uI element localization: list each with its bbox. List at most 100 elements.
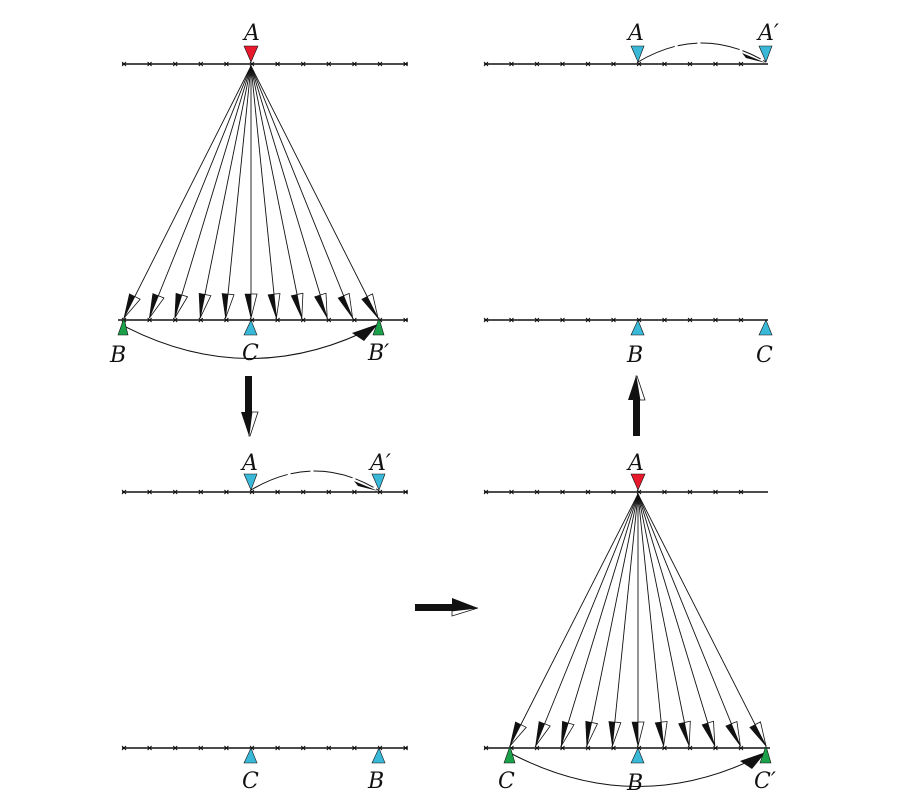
p1-marker-b: [117, 316, 129, 336]
tick-mark: [326, 489, 332, 495]
p2-marker-aprime: [758, 45, 773, 63]
tick-mark: [585, 61, 591, 67]
tick-mark: [534, 489, 540, 495]
p3-bottom-ticks: [121, 745, 408, 751]
tick-mark: [300, 489, 306, 495]
p2-marker-a: [630, 45, 645, 63]
tick-mark: [738, 489, 744, 495]
p3-arc: [250, 470, 379, 491]
tick-mark: [121, 489, 127, 495]
p2-label-c: C: [756, 343, 773, 368]
fan-ray: [123, 65, 252, 319]
panel-2: A A′ B C: [483, 21, 779, 368]
tick-mark: [713, 61, 718, 67]
tick-mark: [687, 745, 693, 751]
p1-marker-bprime: [372, 317, 385, 336]
fan-ray: [611, 493, 639, 747]
p4-arc-arrowhead: [740, 752, 766, 769]
tick-mark: [611, 61, 616, 67]
tick-mark: [738, 745, 744, 751]
p2-marker-b: [630, 319, 645, 336]
p4-label-b: B: [626, 771, 643, 796]
p1-label-c: C: [242, 341, 259, 366]
tick-mark: [198, 61, 204, 67]
fan-ray: [509, 493, 639, 747]
tick-mark: [275, 745, 280, 751]
tick-mark: [198, 489, 204, 495]
fan-arrowhead: [730, 720, 741, 747]
p1-label-b: B: [109, 343, 126, 368]
fan-arrowhead: [612, 721, 622, 747]
tick-mark: [611, 317, 616, 323]
p2-label-a: A: [626, 21, 644, 46]
p3-label-a: A: [240, 451, 258, 476]
tick-mark: [509, 489, 514, 495]
fan-arrowhead: [273, 293, 281, 319]
tick-mark: [687, 61, 693, 67]
p3-label-c: C: [242, 769, 259, 794]
tick-mark: [509, 61, 514, 67]
p4-fan-arrows: [509, 493, 767, 747]
fan-ray: [250, 65, 303, 319]
tick-mark: [275, 61, 280, 67]
tick-mark: [224, 745, 229, 751]
tick-mark: [147, 489, 152, 495]
tick-mark: [326, 317, 332, 323]
tick-mark: [483, 317, 489, 323]
tick-mark: [300, 317, 306, 323]
panel-1: A B C B′: [109, 21, 408, 368]
fan-arrowhead: [225, 293, 235, 319]
tick-mark: [509, 317, 514, 323]
p4-marker-a: [630, 473, 646, 491]
tick-mark: [326, 745, 332, 751]
tick-mark: [172, 61, 178, 67]
p1-bottom-ticks: [121, 317, 408, 323]
fan-ray: [560, 493, 639, 747]
p3-marker-b: [371, 747, 386, 764]
p3-marker-a: [243, 473, 258, 491]
tick-mark: [224, 489, 229, 495]
fan-ray: [225, 65, 252, 319]
tick-mark: [534, 61, 540, 67]
p1-marker-c: [243, 319, 258, 336]
tick-mark: [611, 489, 616, 495]
fan-arrowhead: [296, 292, 304, 319]
p1-label-a: A: [242, 21, 260, 46]
fan-ray: [586, 493, 639, 747]
fan-ray: [250, 65, 277, 319]
fan-arrowhead: [244, 293, 252, 319]
p2-label-aprime: A′: [756, 21, 779, 46]
fan-arrowhead: [123, 296, 141, 319]
tick-mark: [738, 317, 744, 323]
tick-mark: [300, 61, 306, 67]
fan-arrowhead: [174, 294, 189, 319]
tick-mark: [326, 61, 332, 67]
p1-fan-arrows: [123, 65, 379, 319]
p4-label-a: A: [626, 451, 644, 476]
panel-3: A A′ C B: [121, 451, 408, 794]
tick-mark: [224, 61, 229, 67]
tick-mark: [483, 489, 489, 495]
tick-mark: [403, 745, 408, 751]
p2-bottom-ticks: [483, 317, 744, 323]
fan-arrowhead: [660, 721, 668, 747]
tick-mark: [560, 489, 565, 495]
fan-ray: [199, 65, 252, 319]
tick-mark: [636, 489, 642, 495]
tick-mark: [560, 317, 565, 323]
fan-arrowhead: [707, 720, 716, 747]
p1-arc-arrowhead: [352, 324, 378, 341]
tick-mark: [585, 317, 591, 323]
p3-marker-c: [243, 747, 258, 764]
tick-mark: [403, 489, 408, 495]
fan-arrowhead: [509, 724, 527, 747]
tick-mark: [585, 489, 591, 495]
tick-mark: [687, 489, 693, 495]
tick-mark: [147, 745, 152, 751]
tick-mark: [198, 745, 204, 751]
tick-mark: [738, 61, 744, 67]
tick-mark: [352, 745, 357, 751]
tick-mark: [224, 317, 229, 323]
fan-ray: [250, 65, 354, 319]
